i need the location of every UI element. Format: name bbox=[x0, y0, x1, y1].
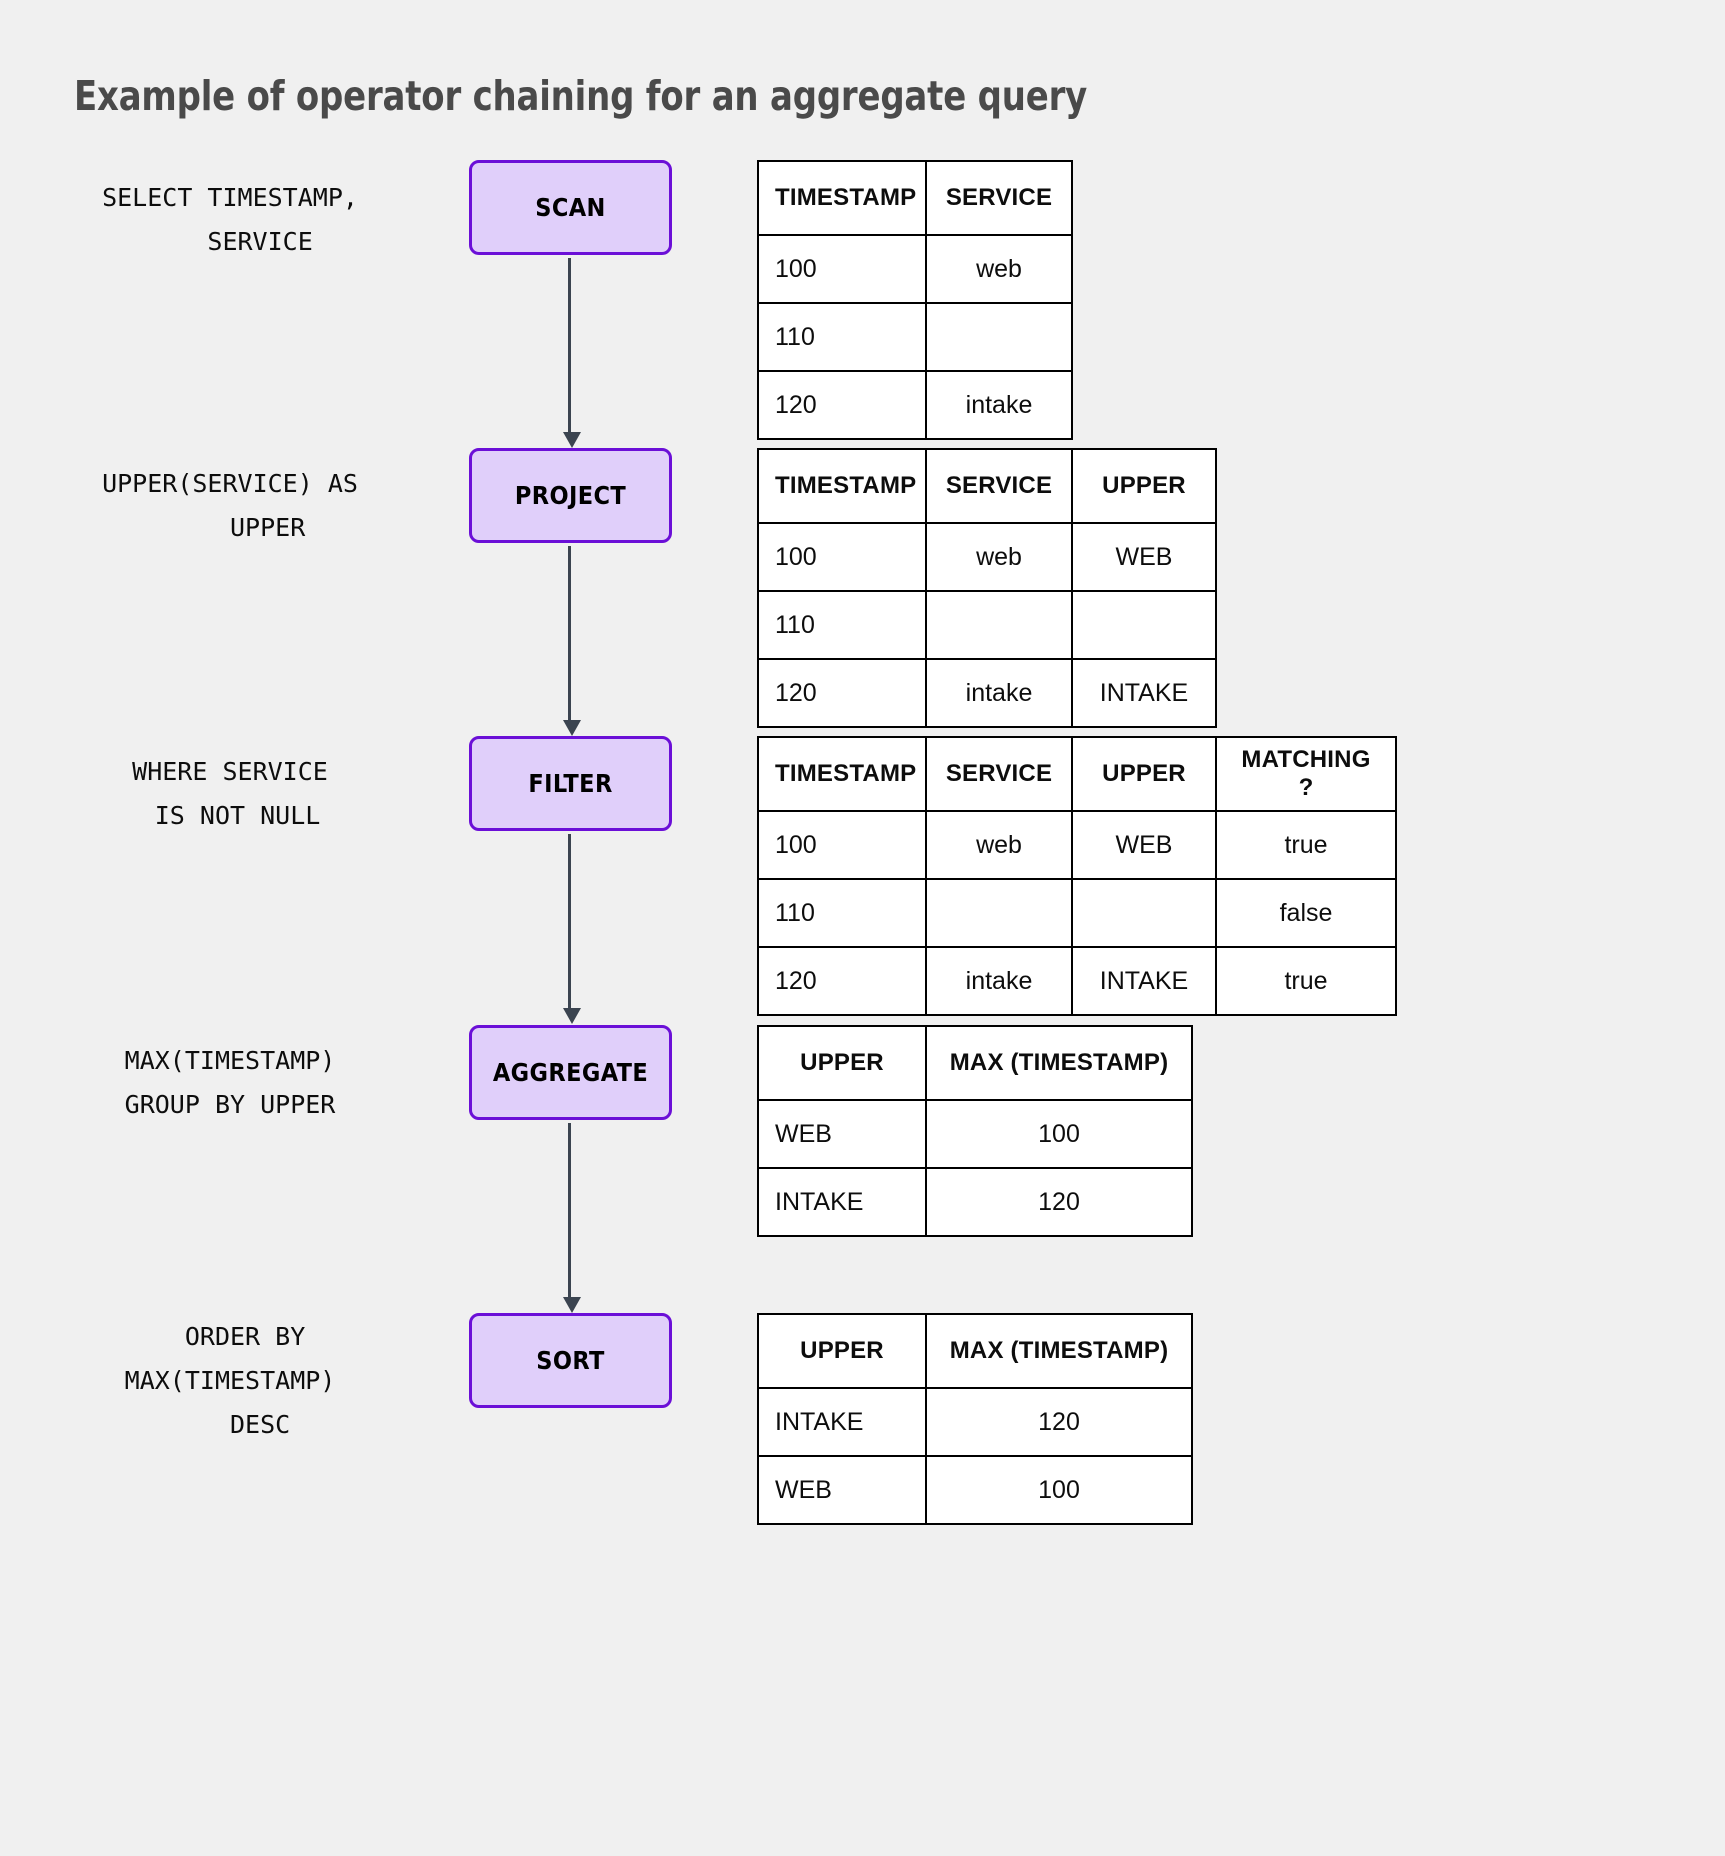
table-cell: web bbox=[925, 810, 1073, 880]
table-header-row: TIMESTAMP SERVICE bbox=[757, 160, 1073, 236]
operator-label-filter: FILTER bbox=[528, 769, 613, 798]
table-cell: 110 bbox=[757, 302, 927, 372]
table-cell: INTAKE bbox=[757, 1167, 927, 1237]
table-cell: web bbox=[925, 522, 1073, 592]
column-header: TIMESTAMP bbox=[757, 160, 927, 236]
column-header: SERVICE bbox=[925, 448, 1073, 524]
sql-label-sort: ORDER BY MAX(TIMESTAMP) DESC bbox=[124, 1322, 336, 1439]
sql-label-project: UPPER(SERVICE) AS UPPER bbox=[102, 469, 358, 542]
operator-label-scan: SCAN bbox=[535, 193, 606, 222]
table-row: 120 intake INTAKE bbox=[757, 658, 1217, 728]
table-cell bbox=[925, 590, 1073, 660]
table-cell: false bbox=[1215, 878, 1397, 948]
table-cell: 100 bbox=[757, 234, 927, 304]
table-row: 110 false bbox=[757, 878, 1397, 948]
column-header: TIMESTAMP bbox=[757, 448, 927, 524]
arrow-scan-to-project bbox=[563, 258, 581, 448]
table-cell: web bbox=[925, 234, 1073, 304]
column-header: UPPER bbox=[757, 1025, 927, 1101]
operator-label-sort: SORT bbox=[536, 1346, 605, 1375]
table-header-row: UPPER MAX (TIMESTAMP) bbox=[757, 1025, 1193, 1101]
table-row: INTAKE 120 bbox=[757, 1387, 1193, 1457]
table-cell: 100 bbox=[925, 1455, 1193, 1525]
column-header: SERVICE bbox=[925, 736, 1073, 812]
arrow-head-icon bbox=[563, 432, 581, 448]
table-row: WEB 100 bbox=[757, 1099, 1193, 1169]
sql-label-filter: WHERE SERVICE IS NOT NULL bbox=[132, 757, 328, 830]
table-cell: 120 bbox=[925, 1167, 1193, 1237]
table-cell: INTAKE bbox=[1071, 946, 1217, 1016]
table-cell bbox=[1071, 590, 1217, 660]
sql-label-aggregate: MAX(TIMESTAMP) GROUP BY UPPER bbox=[124, 1046, 336, 1119]
operator-box-scan[interactable]: SCAN bbox=[469, 160, 672, 255]
table-cell: 100 bbox=[757, 810, 927, 880]
arrow-head-icon bbox=[563, 720, 581, 736]
table-row: 100 web bbox=[757, 234, 1073, 304]
operator-label-project: PROJECT bbox=[514, 481, 627, 510]
arrow-head-icon bbox=[563, 1008, 581, 1024]
table-row: 100 web WEB true bbox=[757, 810, 1397, 880]
operator-box-project[interactable]: PROJECT bbox=[469, 448, 672, 543]
operator-box-sort[interactable]: SORT bbox=[469, 1313, 672, 1408]
table-row: 120 intake INTAKE true bbox=[757, 946, 1397, 1016]
column-header: UPPER bbox=[757, 1313, 927, 1389]
table-row: 110 bbox=[757, 590, 1217, 660]
table-cell: intake bbox=[925, 658, 1073, 728]
table-cell: WEB bbox=[757, 1455, 927, 1525]
table-cell: INTAKE bbox=[757, 1387, 927, 1457]
table-header-row: TIMESTAMP SERVICE UPPER MATCHING ? bbox=[757, 736, 1397, 812]
column-header: SERVICE bbox=[925, 160, 1073, 236]
page-title: Example of operator chaining for an aggr… bbox=[74, 72, 1088, 120]
table-cell: 120 bbox=[757, 658, 927, 728]
column-header: TIMESTAMP bbox=[757, 736, 927, 812]
data-table-aggregate: UPPER MAX (TIMESTAMP) WEB 100 INTAKE 120 bbox=[757, 1025, 1193, 1237]
sql-label-scan: SELECT TIMESTAMP, SERVICE bbox=[102, 183, 358, 256]
arrow-shaft bbox=[568, 546, 571, 720]
arrow-aggregate-to-sort bbox=[563, 1123, 581, 1313]
arrow-shaft bbox=[568, 1123, 571, 1297]
operator-label-aggregate: AGGREGATE bbox=[492, 1058, 649, 1087]
table-row: 100 web WEB bbox=[757, 522, 1217, 592]
data-table-scan: TIMESTAMP SERVICE 100 web 110 120 intake bbox=[757, 160, 1073, 440]
table-cell: 110 bbox=[757, 590, 927, 660]
table-header-row: UPPER MAX (TIMESTAMP) bbox=[757, 1313, 1193, 1389]
column-header: MAX (TIMESTAMP) bbox=[925, 1313, 1193, 1389]
data-table-project: TIMESTAMP SERVICE UPPER 100 web WEB 110 bbox=[757, 448, 1217, 728]
table-cell: 120 bbox=[757, 370, 927, 440]
table-cell bbox=[925, 878, 1073, 948]
table-cell: WEB bbox=[1071, 522, 1217, 592]
column-header: MAX (TIMESTAMP) bbox=[925, 1025, 1193, 1101]
table-cell: true bbox=[1215, 946, 1397, 1016]
table-cell: 120 bbox=[757, 946, 927, 1016]
data-table-filter: TIMESTAMP SERVICE UPPER MATCHING ? 100 w… bbox=[757, 736, 1397, 1016]
table-cell: WEB bbox=[1071, 810, 1217, 880]
operator-box-aggregate[interactable]: AGGREGATE bbox=[469, 1025, 672, 1120]
table-cell: WEB bbox=[757, 1099, 927, 1169]
arrow-shaft bbox=[568, 258, 571, 432]
arrow-filter-to-aggregate bbox=[563, 834, 581, 1024]
column-header: MATCHING ? bbox=[1215, 736, 1397, 812]
table-cell: intake bbox=[925, 946, 1073, 1016]
data-table-sort: UPPER MAX (TIMESTAMP) INTAKE 120 WEB 100 bbox=[757, 1313, 1193, 1525]
table-row: 120 intake bbox=[757, 370, 1073, 440]
table-cell bbox=[1071, 878, 1217, 948]
table-cell: INTAKE bbox=[1071, 658, 1217, 728]
column-header: UPPER bbox=[1071, 448, 1217, 524]
column-header: UPPER bbox=[1071, 736, 1217, 812]
table-cell: intake bbox=[925, 370, 1073, 440]
table-header-row: TIMESTAMP SERVICE UPPER bbox=[757, 448, 1217, 524]
table-cell: 120 bbox=[925, 1387, 1193, 1457]
table-cell: 100 bbox=[757, 522, 927, 592]
operator-box-filter[interactable]: FILTER bbox=[469, 736, 672, 831]
table-row: 110 bbox=[757, 302, 1073, 372]
arrow-shaft bbox=[568, 834, 571, 1008]
arrow-head-icon bbox=[563, 1297, 581, 1313]
arrow-project-to-filter bbox=[563, 546, 581, 736]
table-row: WEB 100 bbox=[757, 1455, 1193, 1525]
table-cell bbox=[925, 302, 1073, 372]
table-cell: 100 bbox=[925, 1099, 1193, 1169]
table-cell: 110 bbox=[757, 878, 927, 948]
table-row: INTAKE 120 bbox=[757, 1167, 1193, 1237]
table-cell: true bbox=[1215, 810, 1397, 880]
